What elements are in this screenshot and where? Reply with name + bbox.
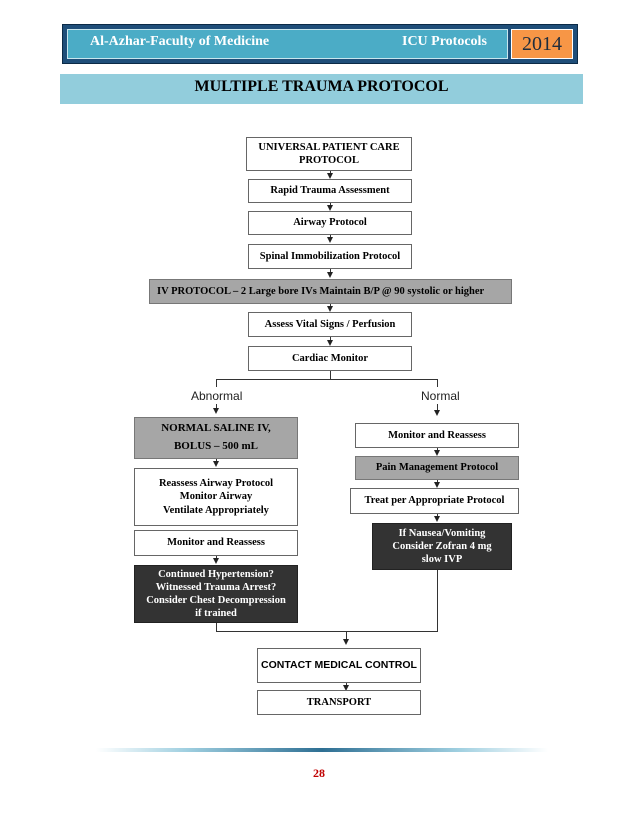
chest-decompression-line4: if trained: [195, 608, 237, 620]
arrow-down-icon: [327, 205, 333, 211]
abnormal-branch-label: Abnormal: [191, 389, 243, 403]
connector-line: [216, 556, 217, 559]
connector-line: [437, 514, 438, 517]
connector-line: [330, 371, 331, 379]
connector-line: [216, 623, 217, 632]
contact-medical-control-box: CONTACT MEDICAL CONTROL: [257, 648, 421, 683]
page-title: MULTIPLE TRAUMA PROTOCOL: [60, 74, 583, 104]
arrow-down-icon: [434, 410, 440, 416]
connector-line: [216, 404, 217, 409]
arrow-down-icon: [327, 340, 333, 346]
contact-medical-control-label: CONTACT MEDICAL CONTROL: [261, 658, 417, 671]
connector-line: [437, 379, 438, 387]
iv-protocol-label: IV PROTOCOL – 2 Large bore IVs Maintain …: [157, 285, 485, 297]
normal-saline-box: NORMAL SALINE IV, BOLUS – 500 mL: [134, 417, 298, 459]
reassess-airway-line2: Monitor Airway: [179, 491, 253, 503]
airway-protocol-label: Airway Protocol: [293, 217, 367, 229]
footer-divider: [96, 748, 548, 752]
pain-management-box: Pain Management Protocol: [355, 456, 519, 480]
connector-line: [346, 631, 347, 640]
rapid-trauma-assessment-label: Rapid Trauma Assessment: [270, 185, 390, 197]
chest-decompression-line1: Continued Hypertension?: [158, 568, 274, 580]
arrow-down-icon: [213, 408, 219, 414]
header-section: ICU Protocols: [402, 34, 487, 49]
transport-label: TRANSPORT: [306, 696, 372, 708]
connector-line: [437, 570, 438, 632]
connector-line: [437, 404, 438, 411]
spinal-immobilization-box: Spinal Immobilization Protocol: [248, 244, 412, 269]
normal-monitor-reassess-box: Monitor and Reassess: [355, 423, 519, 448]
normal-monitor-reassess-label: Monitor and Reassess: [388, 429, 486, 441]
abnormal-monitor-reassess-box: Monitor and Reassess: [134, 530, 298, 556]
arrow-down-icon: [213, 461, 219, 467]
header-year-badge: 2014: [511, 29, 573, 59]
arrow-down-icon: [327, 272, 333, 278]
cardiac-monitor-box: Cardiac Monitor: [248, 346, 412, 371]
arrow-down-icon: [213, 558, 219, 564]
connector-line: [346, 683, 347, 686]
normal-saline-line1: NORMAL SALINE IV,: [161, 422, 271, 435]
iv-protocol-box: IV PROTOCOL – 2 Large bore IVs Maintain …: [149, 279, 512, 304]
connector-line: [216, 379, 217, 387]
connector-line: [330, 269, 331, 273]
arrow-down-icon: [434, 450, 440, 456]
connector-line: [330, 304, 331, 307]
chest-decompression-box: Continued Hypertension? Witnessed Trauma…: [134, 565, 298, 623]
page-number: 28: [313, 766, 325, 780]
assess-vital-signs-label: Assess Vital Signs / Perfusion: [264, 318, 396, 330]
abnormal-monitor-reassess-label: Monitor and Reassess: [167, 537, 265, 549]
header-institution: Al-Azhar-Faculty of Medicine: [90, 34, 270, 49]
chest-decompression-line2: Witnessed Trauma Arrest?: [155, 581, 277, 593]
connector-line: [216, 459, 217, 462]
universal-patient-care-label: UNIVERSAL PATIENT CARE PROTOCOL: [258, 141, 400, 166]
connector-line: [437, 480, 438, 483]
arrow-down-icon: [327, 237, 333, 243]
cardiac-monitor-label: Cardiac Monitor: [291, 352, 369, 364]
connector-line: [437, 448, 438, 451]
reassess-airway-line1: Reassess Airway Protocol: [158, 478, 274, 490]
normal-saline-line2: BOLUS – 500 mL: [173, 440, 259, 452]
branch-line: [216, 379, 438, 380]
arrow-down-icon: [327, 306, 333, 312]
header-inner-band: [67, 29, 508, 59]
connector-line: [330, 203, 331, 206]
treat-protocol-box: Treat per Appropriate Protocol: [350, 488, 519, 514]
rapid-trauma-assessment-box: Rapid Trauma Assessment: [248, 179, 412, 203]
connector-line: [330, 337, 331, 341]
reassess-airway-line3: Ventilate Appropriately: [163, 504, 269, 516]
connector-line: [330, 171, 331, 174]
chest-decompression-line3: Consider Chest Decompression: [146, 595, 286, 606]
transport-box: TRANSPORT: [257, 690, 421, 715]
arrow-down-icon: [434, 516, 440, 522]
spinal-immobilization-label: Spinal Immobilization Protocol: [259, 250, 401, 262]
normal-branch-label: Normal: [421, 389, 460, 403]
arrow-down-icon: [434, 482, 440, 488]
nausea-zofran-line3: slow IVP: [421, 554, 463, 566]
arrow-down-icon: [343, 639, 349, 645]
nausea-zofran-line2: Consider Zofran 4 mg: [392, 540, 492, 552]
arrow-down-icon: [343, 685, 349, 691]
reassess-airway-box: Reassess Airway Protocol Monitor Airway …: [134, 468, 298, 526]
pain-management-label: Pain Management Protocol: [375, 462, 499, 474]
airway-protocol-box: Airway Protocol: [248, 211, 412, 235]
universal-patient-care-box: UNIVERSAL PATIENT CARE PROTOCOL: [246, 137, 412, 171]
connector-line: [330, 235, 331, 238]
treat-protocol-label: Treat per Appropriate Protocol: [364, 495, 505, 507]
nausea-zofran-box: If Nausea/Vomiting Consider Zofran 4 mg …: [372, 523, 512, 570]
assess-vital-signs-box: Assess Vital Signs / Perfusion: [248, 312, 412, 337]
arrow-down-icon: [327, 173, 333, 179]
nausea-zofran-line1: If Nausea/Vomiting: [398, 527, 486, 539]
merge-line: [216, 631, 438, 632]
